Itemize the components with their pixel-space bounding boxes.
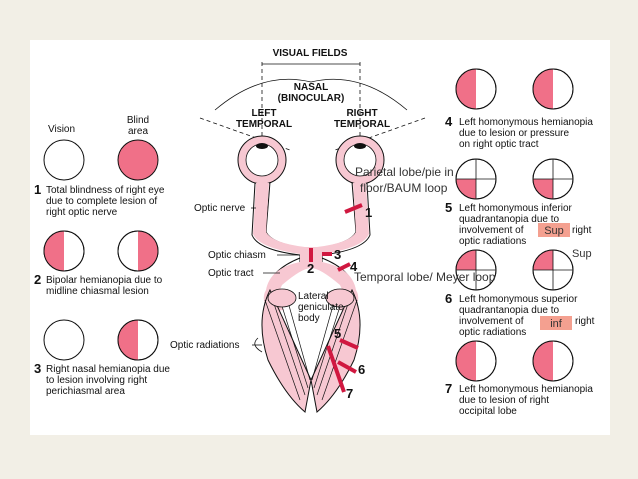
lesion-number-1: 1 [365,205,372,220]
lesion-5-line-3a: involvement of [459,225,524,236]
field-pair-1 [43,139,159,181]
lesion-number-3: 3 [334,247,341,262]
lesion-2-line-1: Bipolar hemianopia due to [46,275,163,286]
optic-tract-label: Optic tract [208,268,254,279]
visual-fields-title: VISUAL FIELDS [273,48,348,59]
lesion-6-line-3b: right [575,316,595,327]
sup-side-label: Sup [572,248,592,260]
field-pair-4 [455,68,574,110]
vision-field-1 [43,139,85,181]
lesion-1-number: 1 [34,182,41,197]
lateral-geniculate-line-3: body [298,313,320,324]
optic-radiations-label: Optic radiations [170,340,239,351]
lesion-1-line-3: right optic nerve [46,207,118,218]
lesion-number-6: 6 [358,362,365,377]
blind-field-1 [117,139,159,181]
optic-chiasm-label: Optic chiasm [208,250,266,261]
lesion-4-number: 4 [445,114,453,129]
lesion-5-line-1: Left homonymous inferior [459,203,573,214]
inf-box-label: inf [550,318,563,330]
lesion-7-line-1: Left homonymous hemianopia [459,384,593,395]
nasal-label: NASAL [294,82,328,93]
lesion-5-number: 5 [445,200,452,215]
lesion-5-line-3b: right [572,225,592,236]
lesion-number-4: 4 [350,259,358,274]
lesion-number-7: 7 [346,386,353,401]
lesion-3-number: 3 [34,361,41,376]
field-pair-6 [455,249,574,291]
lesion-4-line-2: due to lesion or pressure [459,128,570,139]
lesion-6-number: 6 [445,291,452,306]
vision-field-3 [43,319,85,361]
right-temporal-line-1: RIGHT [346,108,377,119]
blind-area-header-1: Blind [127,115,149,126]
lesion-4-line-3: on right optic tract [459,139,539,150]
lesion-3-line-3: perichiasmal area [46,386,125,397]
lesion-6-line-3a: involvement of [459,316,524,327]
lesion-number-5: 5 [334,326,341,341]
lesion-7-line-2: due to lesion of right [459,395,549,406]
parietal-overlay-line-1: Parietal lobe/pie in [355,165,454,179]
field-pair-3 [43,319,159,361]
parietal-overlay-line-2: floor/BAUM loop [360,181,448,195]
lesion-3-line-1: Right nasal hemianopia due [46,364,170,375]
right-temporal-line-2: TEMPORAL [334,119,390,130]
left-temporal-line-2: TEMPORAL [236,119,292,130]
optic-nerve-label: Optic nerve [194,203,246,214]
vision-field-2 [43,230,85,272]
lateral-geniculate-line-2: geniculate [298,302,344,313]
field-pair-2 [43,230,159,272]
lesion-1-line-1: Total blindness of right eye [46,185,165,196]
lesion-7-number: 7 [445,381,452,396]
lesion-5-line-4: optic radiations [459,236,526,247]
lesion-6-line-4: optic radiations [459,327,526,338]
lesion-number-2: 2 [307,261,314,276]
sup-box [538,223,570,237]
field-pair-5 [455,158,574,200]
lateral-geniculate-line-1: Lateral [298,291,329,302]
vision-header: Vision [48,124,75,135]
lesion-5-line-2: quadrantanopia due to [459,214,560,225]
sup-box-label: Sup [544,225,564,237]
lesion-markers [309,203,363,393]
field-pair-7 [455,340,574,382]
left-temporal-line-1: LEFT [252,108,277,119]
lesion-3-line-2: to lesion involving right [46,375,147,386]
blind-area-header-2: area [128,126,148,137]
blind-field-3 [117,319,159,361]
lesion-1-line-2: due to complete lesion of [46,196,157,207]
lesion-6-line-1: Left homonymous superior [459,294,578,305]
lesion-4-line-1: Left homonymous hemianopia [459,117,593,128]
pathway [237,135,385,413]
lesion-7-line-3: occipital lobe [459,406,517,417]
lesion-6-line-2: quadrantanopia due to [459,305,560,316]
inf-box [540,316,572,330]
temporal-overlay: Temporal lobe/ Meyer loop [354,270,496,284]
lesion-2-line-2: midline chiasmal lesion [46,286,149,297]
binocular-label: (BINOCULAR) [278,93,345,104]
blind-field-2 [117,230,159,272]
lesion-2-number: 2 [34,272,41,287]
